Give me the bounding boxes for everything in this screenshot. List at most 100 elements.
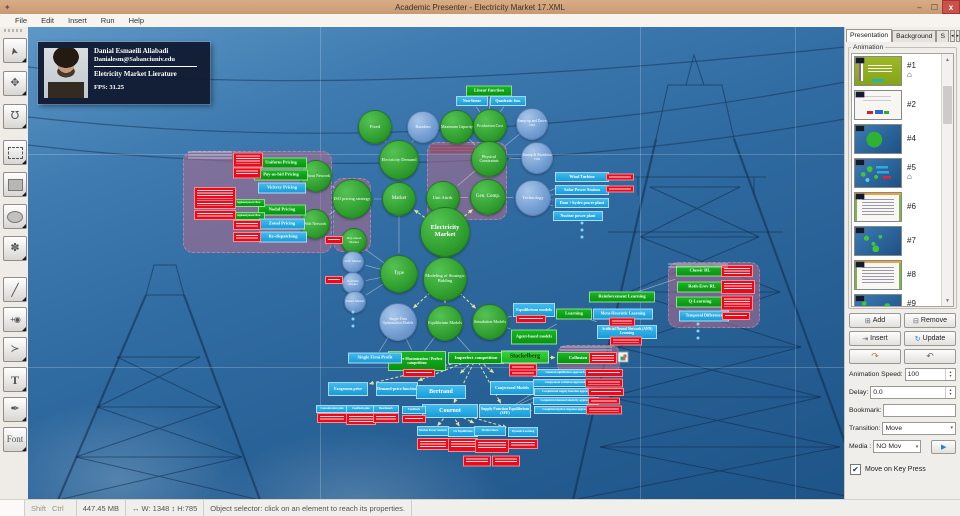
node-random[interactable]: Random: [407, 111, 439, 143]
blob-tool[interactable]: ✽: [3, 236, 27, 261]
minimize-button[interactable]: –: [917, 2, 922, 12]
node-tool[interactable]: ≻: [3, 337, 27, 362]
annotation-box-an-12[interactable]: [721, 280, 755, 294]
slide-thumbnail[interactable]: [854, 158, 902, 188]
node-iso-pricing-strategy[interactable]: ISO pricing strategy: [332, 179, 372, 219]
node-equilibrium-models-c[interactable]: Equilibrium Models: [427, 305, 463, 341]
node-modeling[interactable]: Modeling of Strategic Bidding: [423, 257, 467, 301]
animation-item-8[interactable]: #8: [852, 258, 942, 292]
menu-help[interactable]: Help: [128, 16, 144, 25]
magnet-tool[interactable]: ℧: [3, 104, 27, 129]
node-physical-constraints[interactable]: Physical Constraints: [471, 141, 507, 177]
annotation-box-an-18[interactable]: [403, 369, 435, 377]
play-media-button[interactable]: ▶: [931, 439, 956, 454]
animation-item-2[interactable]: #2: [852, 88, 942, 122]
node-b-4[interactable]: Feedback: [402, 406, 426, 414]
spin-up-icon[interactable]: ▴: [949, 369, 952, 374]
node-q-learning[interactable]: Q-Learning: [676, 296, 724, 308]
line-tool[interactable]: ╱: [3, 277, 27, 302]
animation-item-5[interactable]: #5⌂: [852, 156, 942, 190]
node-bertrand[interactable]: Bertrand: [416, 385, 466, 399]
annotation-box-an-25[interactable]: [588, 397, 620, 405]
annotation-box-an-32[interactable]: [448, 438, 478, 452]
annotation-box-an-26[interactable]: [586, 405, 622, 415]
node-nodal-pricing[interactable]: Nodal Pricing: [258, 204, 306, 216]
annotation-box-an-15[interactable]: [516, 315, 546, 323]
node-reinforcement[interactable]: Reinforcement Learning: [589, 291, 655, 303]
marquee-tool[interactable]: [3, 140, 27, 165]
close-button[interactable]: x: [942, 0, 960, 14]
menu-insert[interactable]: Insert: [68, 16, 87, 25]
update-button[interactable]: ↻Update: [904, 331, 956, 346]
insert-button[interactable]: ⇥Insert: [849, 331, 901, 346]
annotation-box-an-16[interactable]: [609, 317, 635, 327]
bookmark-input[interactable]: [883, 403, 956, 417]
node-nuclear[interactable]: Nuclear power plant: [553, 211, 603, 221]
annotation-box-an-6[interactable]: [233, 232, 261, 242]
node-conjectural[interactable]: Conjectural Models: [490, 381, 534, 395]
node-c-1[interactable]: Market Power Analysis: [417, 426, 449, 436]
animation-item-7[interactable]: #7: [852, 224, 942, 258]
scrollbar[interactable]: ▲ ▼: [941, 54, 953, 306]
animation-item-6[interactable]: #6: [852, 190, 942, 224]
node-solar[interactable]: Solar Power Station: [555, 185, 609, 195]
text-tool[interactable]: T: [3, 367, 27, 392]
annotation-box-an-7[interactable]: [325, 236, 343, 244]
node-ramp-cost[interactable]: Ramp-up and Down cost: [516, 108, 548, 140]
node-zonal[interactable]: Zonal Pricing: [259, 218, 305, 230]
annotation-box-an-21[interactable]: [589, 352, 617, 364]
embedded-image-icon-img-icon[interactable]: [617, 351, 629, 363]
tab-background[interactable]: Background: [892, 30, 937, 42]
node-b-3[interactable]: Benchmark: [373, 405, 399, 413]
node-electricity-demand[interactable]: Electricity Demand: [379, 140, 419, 180]
node-single-firm-opt[interactable]: Single-Firm Optimization Models: [379, 303, 417, 341]
rectangle-tool[interactable]: [3, 172, 27, 197]
node-linear-function[interactable]: Linear function: [466, 85, 512, 97]
rotate-cw-button[interactable]: ↷: [849, 349, 901, 364]
node-pay-as-bid[interactable]: Pay-as-bid Pricing: [254, 169, 308, 181]
node-demand-price[interactable]: Demand-price function: [376, 382, 418, 396]
node-collusion[interactable]: Collusion: [557, 352, 599, 364]
node-non-linear[interactable]: Non-linear: [456, 96, 488, 106]
node-simulation-models[interactable]: Simulation Models: [472, 304, 508, 340]
slide-thumbnail[interactable]: [854, 90, 902, 120]
rotate-ccw-button[interactable]: ↶: [904, 349, 956, 364]
slide-thumbnail[interactable]: [854, 192, 902, 222]
annotation-box-an-3[interactable]: [194, 187, 236, 209]
scrollbar-thumb[interactable]: [943, 86, 952, 124]
node-redispatching[interactable]: Re-dispatching: [259, 231, 307, 243]
tab-scroll-left-icon[interactable]: ◂: [950, 30, 955, 42]
spin-up-icon[interactable]: ▴: [949, 387, 952, 392]
annotation-box-an-27[interactable]: [317, 413, 347, 423]
ellipse-tool[interactable]: [3, 204, 27, 229]
node-type[interactable]: Type: [380, 255, 418, 293]
annotation-box-an-9[interactable]: [606, 173, 634, 181]
node-sfe[interactable]: Supply Function Equilibrium (SFE): [479, 404, 531, 418]
node-market[interactable]: Market: [382, 182, 416, 216]
slide-thumbnail[interactable]: [854, 226, 902, 256]
slide-thumbnail[interactable]: [854, 56, 902, 86]
visibility-tool[interactable]: +◉: [3, 307, 27, 332]
move-on-keypress-checkbox[interactable]: ✔: [850, 464, 861, 475]
menu-run[interactable]: Run: [100, 16, 115, 25]
node-agent-based[interactable]: Agent-based models: [511, 329, 557, 345]
scroll-up-icon[interactable]: ▲: [942, 54, 953, 65]
annotation-box-an-35[interactable]: [463, 455, 491, 467]
annotation-box-an-14[interactable]: [722, 312, 750, 320]
node-electricity-market[interactable]: Electricity Market: [420, 207, 470, 257]
node-c-3[interactable]: Market Share: [474, 426, 506, 436]
node-gen-comp[interactable]: Gen. Comp.: [470, 179, 506, 215]
annotation-box-an-23[interactable]: [585, 378, 623, 388]
node-technology[interactable]: Technology: [515, 180, 551, 216]
maximize-button[interactable]: ☐: [930, 2, 939, 12]
annotation-box-an-20[interactable]: [509, 369, 537, 377]
node-fixed[interactable]: Fixed: [358, 110, 392, 144]
animation-item-4[interactable]: #4: [852, 122, 942, 156]
annotation-box-an-1[interactable]: [233, 152, 263, 168]
annotation-box-an-22[interactable]: [585, 369, 623, 377]
annotation-box-an-10[interactable]: [606, 185, 634, 193]
annotation-box-an-2[interactable]: [233, 167, 261, 179]
tab-settings-truncated[interactable]: S: [936, 30, 949, 42]
annotation-box-an-13[interactable]: [721, 295, 753, 311]
